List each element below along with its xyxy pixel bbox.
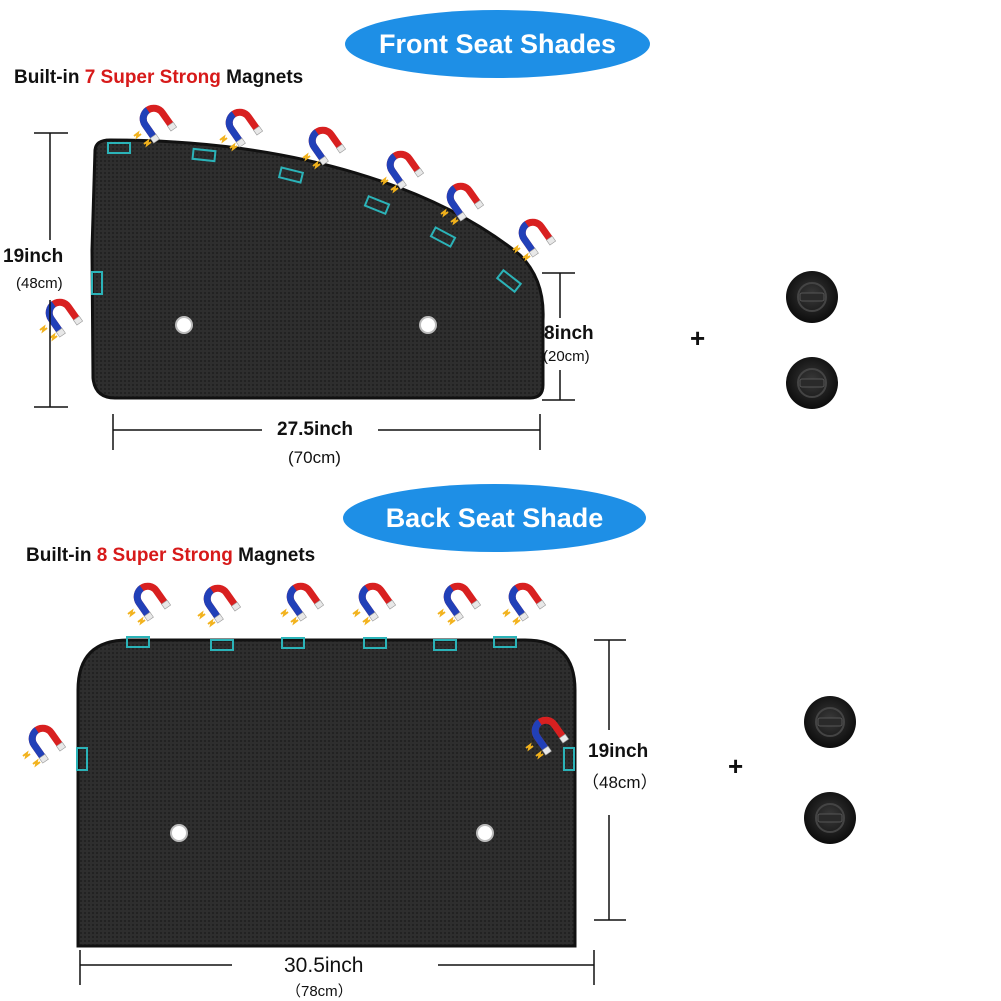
back-heading: Built-in 8 Super Strong Magnets: [26, 545, 316, 566]
horseshoe-magnet-icon: [127, 576, 172, 624]
back-title-pill: Back Seat Shade: [343, 484, 646, 552]
back-heading-highlight: 8 Super Strong: [96, 545, 233, 566]
back-title: Back Seat Shade: [385, 502, 604, 533]
back-width-cm: （78cm）: [286, 983, 353, 1000]
back-shade: [76, 636, 577, 948]
horseshoe-magnet-icon: [512, 212, 557, 260]
suction-cup-icon: [785, 270, 839, 324]
front-height-cm: (48cm): [16, 275, 63, 292]
front-height-inch: 19inch: [3, 246, 64, 267]
front-shade: [90, 138, 545, 400]
back-height-cm: （48cm）: [582, 773, 658, 792]
front-width-cm: (70cm): [288, 448, 341, 467]
front-side-cm: (20cm): [543, 348, 590, 365]
front-width-inch: 27.5inch: [277, 419, 354, 440]
front-title-pill: Front Seat Shades: [345, 10, 650, 78]
front-side-inch: 8inch: [544, 323, 594, 344]
back-height-inch: 19inch: [588, 741, 649, 762]
front-plus: +: [690, 323, 706, 353]
horseshoe-magnet-icon: [197, 578, 242, 626]
back-dimension-lines: [79, 639, 626, 985]
horseshoe-magnet-icon: [133, 98, 178, 146]
suction-cup-icon: [785, 356, 839, 410]
horseshoe-magnet-icon: [502, 576, 547, 624]
back-width-inch: 30.5inch: [284, 954, 364, 977]
suction-cup-icon: [803, 695, 857, 749]
suction-cup-icon: [803, 791, 857, 845]
horseshoe-magnet-icon: [437, 576, 482, 624]
horseshoe-magnet-icon: [219, 102, 264, 150]
front-heading-highlight: 7 Super Strong: [84, 67, 221, 88]
horseshoe-magnet-icon: [352, 576, 397, 624]
back-plus: +: [728, 751, 744, 781]
front-title: Front Seat Shades: [378, 28, 617, 59]
horseshoe-magnet-icon: [280, 576, 325, 624]
horseshoe-magnet-icon: [22, 718, 67, 766]
horseshoe-magnet-icon: [39, 292, 84, 340]
front-heading: Built-in 7 Super Strong Magnets: [14, 67, 304, 88]
front-dimension-lines: [34, 132, 575, 450]
